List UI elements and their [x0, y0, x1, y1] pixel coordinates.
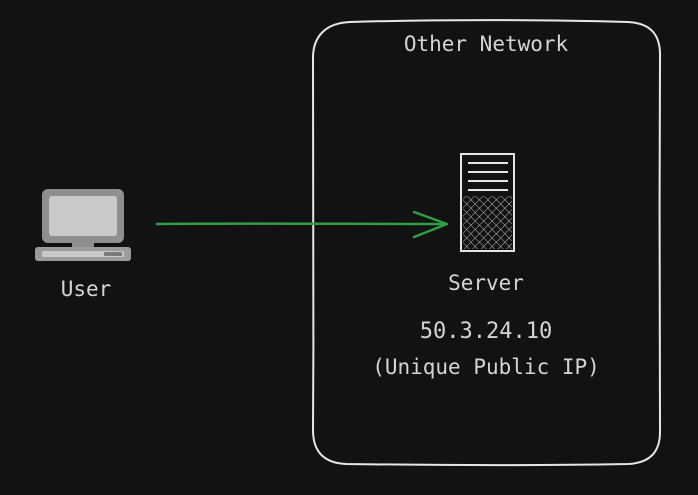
connection-arrow	[155, 210, 449, 239]
server-ip: 50.3.24.10	[420, 319, 552, 344]
other-network-boundary	[312, 19, 662, 467]
network-label: Other Network	[404, 32, 569, 56]
server-ip-note: (Unique Public IP)	[372, 355, 600, 379]
server-icon	[460, 153, 515, 252]
server-label: Server	[448, 271, 524, 295]
laptop-icon	[35, 189, 131, 261]
user-label: User	[61, 277, 112, 301]
